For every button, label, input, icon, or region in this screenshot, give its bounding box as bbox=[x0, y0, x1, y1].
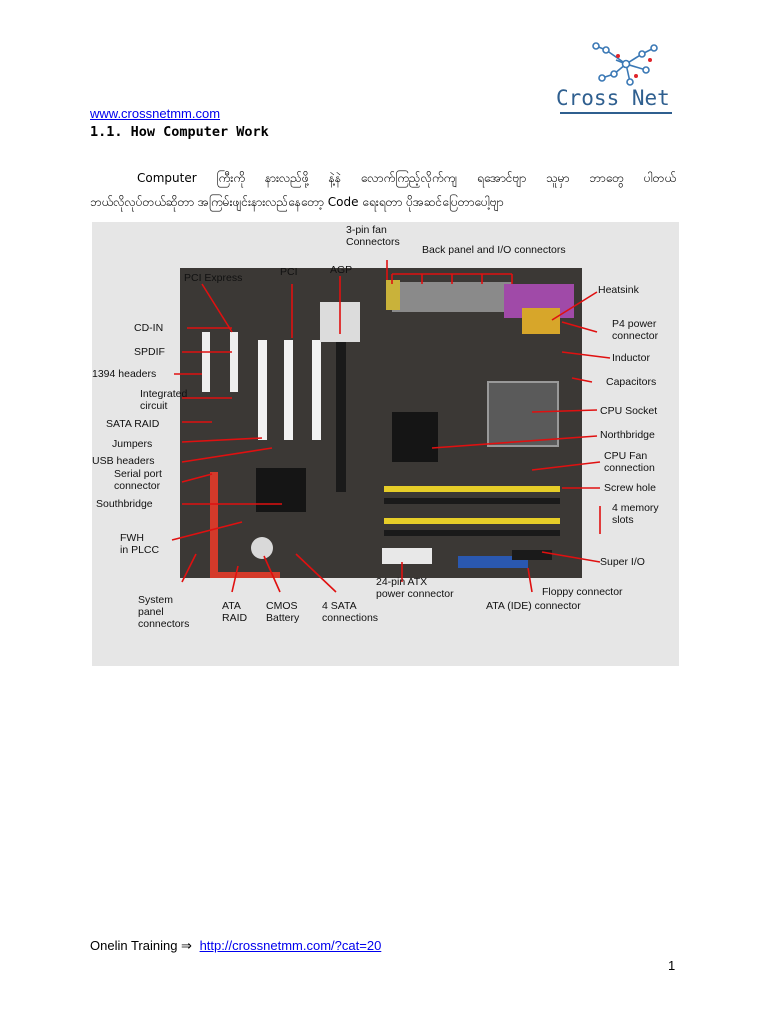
label-p4-power: P4 power connector bbox=[612, 318, 659, 342]
label-fan-connectors: 3-pin fan Connectors bbox=[346, 224, 400, 248]
logo-underline bbox=[560, 112, 672, 114]
label-southbridge: Southbridge bbox=[96, 498, 153, 510]
label-pci: PCI bbox=[280, 266, 298, 278]
logo-text: Cross Net bbox=[556, 86, 670, 110]
label-atx-power: 24-pin ATX power connector bbox=[376, 576, 454, 600]
label-super-io: Super I/O bbox=[600, 556, 645, 568]
label-floppy: Floppy connector bbox=[542, 586, 623, 598]
label-cd-in: CD-IN bbox=[134, 322, 164, 334]
label-screw-hole: Screw hole bbox=[604, 482, 656, 494]
label-agp: AGP bbox=[330, 264, 353, 276]
network-nodes-icon bbox=[592, 42, 658, 86]
motherboard-image bbox=[171, 260, 611, 593]
label-sata-raid: SATA RAID bbox=[106, 418, 160, 430]
paragraph-line-2: ဘယ်လိုလုပ်တယ်ဆိုတာ အကြမ်းဖျင်းနားလည်နေတေ… bbox=[90, 195, 504, 209]
crossnet-logo: Cross Net bbox=[556, 40, 676, 118]
page-number: 1 bbox=[668, 958, 676, 973]
label-northbridge: Northbridge bbox=[600, 429, 655, 441]
label-spdif: SPDIF bbox=[134, 346, 165, 358]
label-cpu-socket: CPU Socket bbox=[600, 405, 658, 417]
label-heatsink: Heatsink bbox=[598, 284, 639, 296]
label-system-panel: System panel connectors bbox=[138, 594, 190, 630]
label-capacitors: Capacitors bbox=[606, 376, 657, 388]
motherboard-diagram: 3-pin fan Connectors Back panel and I/O … bbox=[92, 222, 679, 666]
label-1394-headers: 1394 headers bbox=[92, 368, 157, 380]
label-pci-express: PCI Express bbox=[184, 272, 243, 284]
paragraph-line-1: Computer ကြီးကို နားလည်ဖို့ နဲ့နဲ လောက်က… bbox=[137, 171, 676, 185]
label-cmos: CMOS Battery bbox=[266, 600, 300, 624]
label-inductor: Inductor bbox=[612, 352, 650, 364]
intro-paragraph: Computer ကြီးကို နားလည်ဖို့ နဲ့နဲ လောက်က… bbox=[90, 166, 676, 214]
label-4-sata: 4 SATA connections bbox=[322, 600, 379, 624]
footer: Onelin Training ⇒ http://crossnetmm.com/… bbox=[90, 938, 381, 954]
label-cpu-fan: CPU Fan connection bbox=[604, 450, 655, 474]
footer-link[interactable]: http://crossnetmm.com/?cat=20 bbox=[199, 938, 382, 953]
label-fwh: FWH in PLCC bbox=[120, 532, 160, 556]
label-memory-slots: 4 memory slots bbox=[612, 502, 659, 526]
site-link[interactable]: www.crossnetmm.com bbox=[90, 106, 221, 121]
label-back-panel: Back panel and I/O connectors bbox=[422, 244, 566, 256]
label-ata-ide: ATA (IDE) connector bbox=[486, 600, 581, 612]
label-ata-raid: ATA RAID bbox=[222, 600, 248, 624]
label-serial-port: Serial port connector bbox=[114, 468, 162, 492]
label-integrated-circuit: Integrated circuit bbox=[140, 388, 188, 412]
label-jumpers: Jumpers bbox=[112, 438, 153, 450]
section-heading: 1.1. How Computer Work bbox=[90, 124, 269, 140]
footer-label: Onelin Training ⇒ bbox=[90, 938, 192, 953]
label-usb-headers: USB headers bbox=[92, 455, 155, 467]
